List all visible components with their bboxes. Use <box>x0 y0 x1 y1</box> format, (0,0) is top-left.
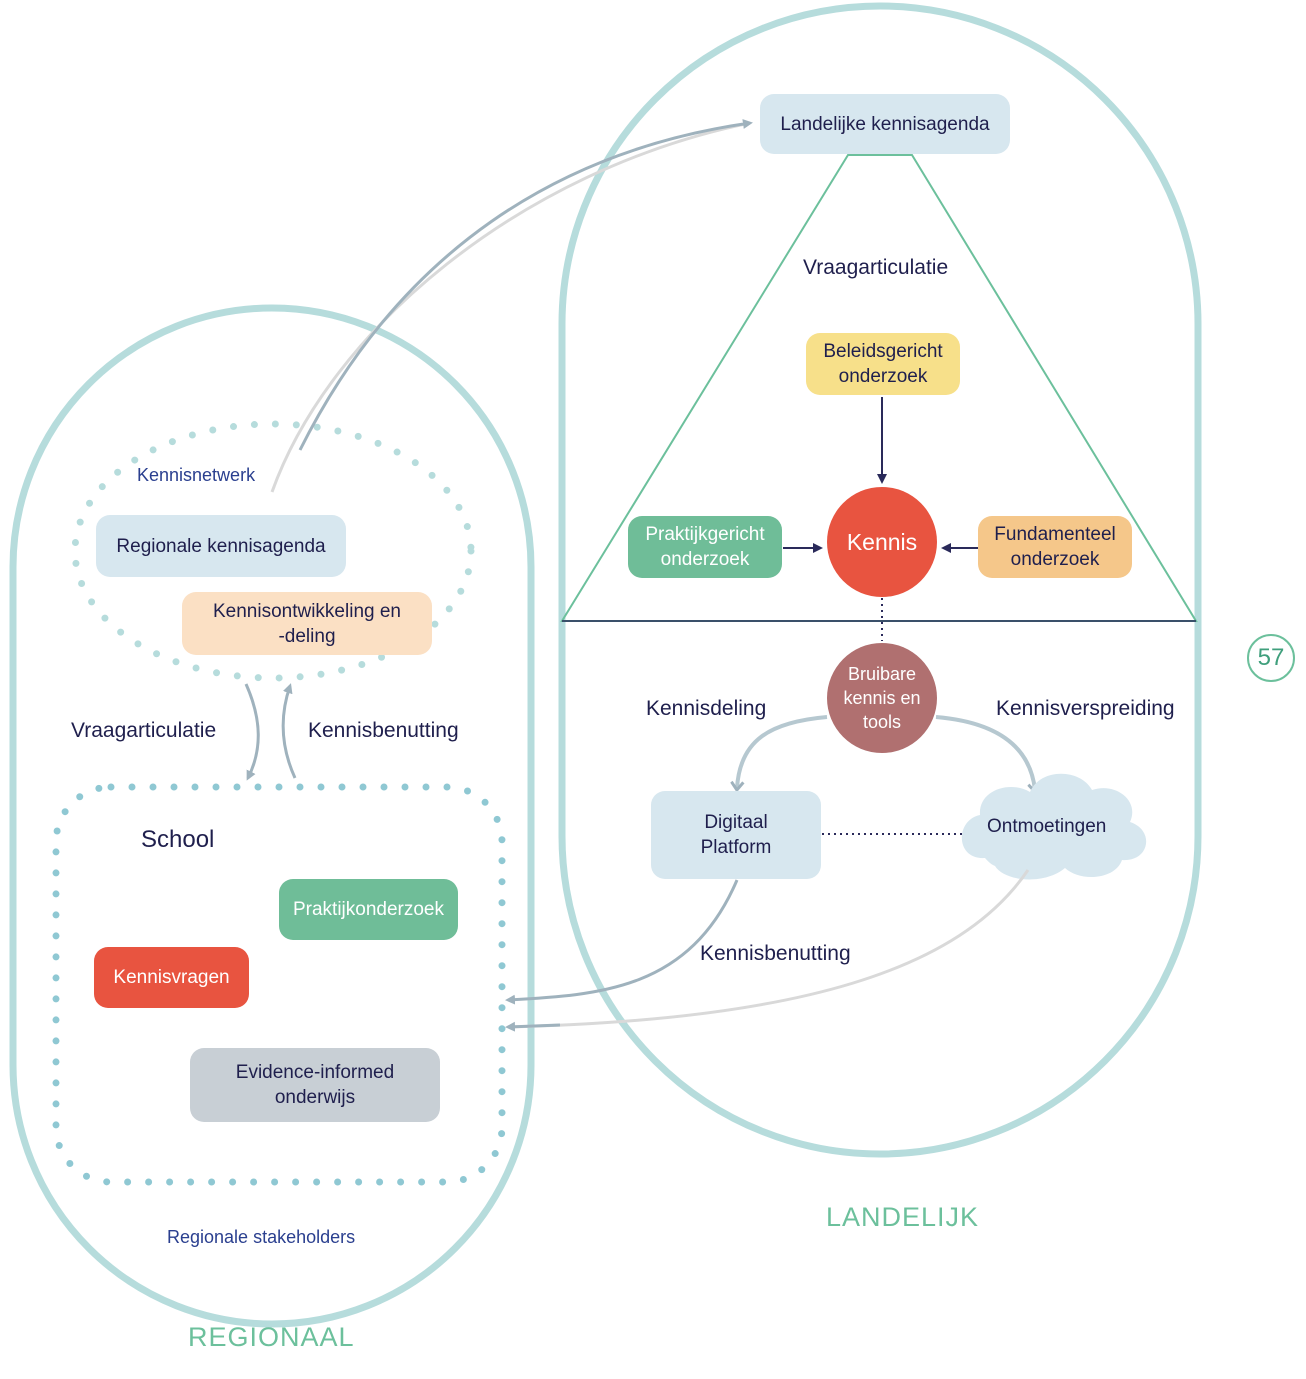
praktijkonderzoek-box: Praktijkonderzoek <box>279 879 458 940</box>
beleidsgericht-onderzoek-box: Beleidsgericht onderzoek <box>806 333 960 395</box>
page-number: 57 <box>1247 634 1295 682</box>
kennisvragen-box: Kennisvragen <box>94 947 249 1008</box>
regionaal-outline <box>9 304 535 1328</box>
landelijke-kennisagenda-box: Landelijke kennisagenda <box>760 94 1010 154</box>
school-dotted-outline <box>52 783 506 1186</box>
kennisdeling-label: Kennisdeling <box>646 697 767 720</box>
school-label: School <box>141 826 215 853</box>
praktijkgericht-onderzoek-box: Praktijkgericht onderzoek <box>628 516 782 578</box>
kennisnetwerk-dotted-outline <box>71 420 475 682</box>
regionale-kennisagenda-box: Regionale kennisagenda <box>96 515 346 577</box>
bruibare-kennis-circle: Bruibare kennis en tools <box>827 643 937 753</box>
kennisbenutting-national-label: Kennisbenutting <box>700 942 851 965</box>
kennisverspreiding-label: Kennisverspreiding <box>996 697 1175 720</box>
arrow-kennisdeling <box>737 715 828 788</box>
arrow-kennisbenutting-up <box>281 683 297 779</box>
arrow-regional-to-national-agenda <box>270 121 751 493</box>
evidence-informed-onderwijs-box: Evidence-informed onderwijs <box>190 1048 440 1122</box>
ontmoetingen-cloud <box>961 773 1147 880</box>
vraagarticulatie-national-label: Vraagarticulatie <box>803 256 949 279</box>
arrow-ontmoetingen-to-school <box>507 869 1030 1029</box>
arrow-ontmoetingen-to-school-head <box>505 1021 561 1032</box>
arrow-regional-to-national-agenda-head <box>298 119 753 451</box>
vraagarticulatie-regional-label: Vraagarticulatie <box>71 719 217 742</box>
kennisnetwerk-label: Kennisnetwerk <box>137 465 256 485</box>
kennisontwikkeling-box: Kennisontwikkeling en -deling <box>182 592 432 655</box>
arrow-platform-to-school <box>505 879 739 1005</box>
kennisbenutting-regional-label: Kennisbenutting <box>308 719 459 742</box>
landelijk-outline <box>558 2 1202 1158</box>
kennis-circle: Kennis <box>827 487 937 597</box>
fundamenteel-onderzoek-box: Fundamenteel onderzoek <box>978 516 1132 578</box>
arrow-vraagarticulatie-down <box>244 683 260 781</box>
ontmoetingen-label: Ontmoetingen <box>987 816 1107 837</box>
regionale-stakeholders-label: Regionale stakeholders <box>167 1227 356 1247</box>
landelijk-title: LANDELIJK <box>826 1202 980 1232</box>
arrow-kennisverspreiding <box>935 715 1035 790</box>
regionaal-title: REGIONAAL <box>188 1322 355 1352</box>
digitaal-platform-box: Digitaal Platform <box>651 791 821 879</box>
